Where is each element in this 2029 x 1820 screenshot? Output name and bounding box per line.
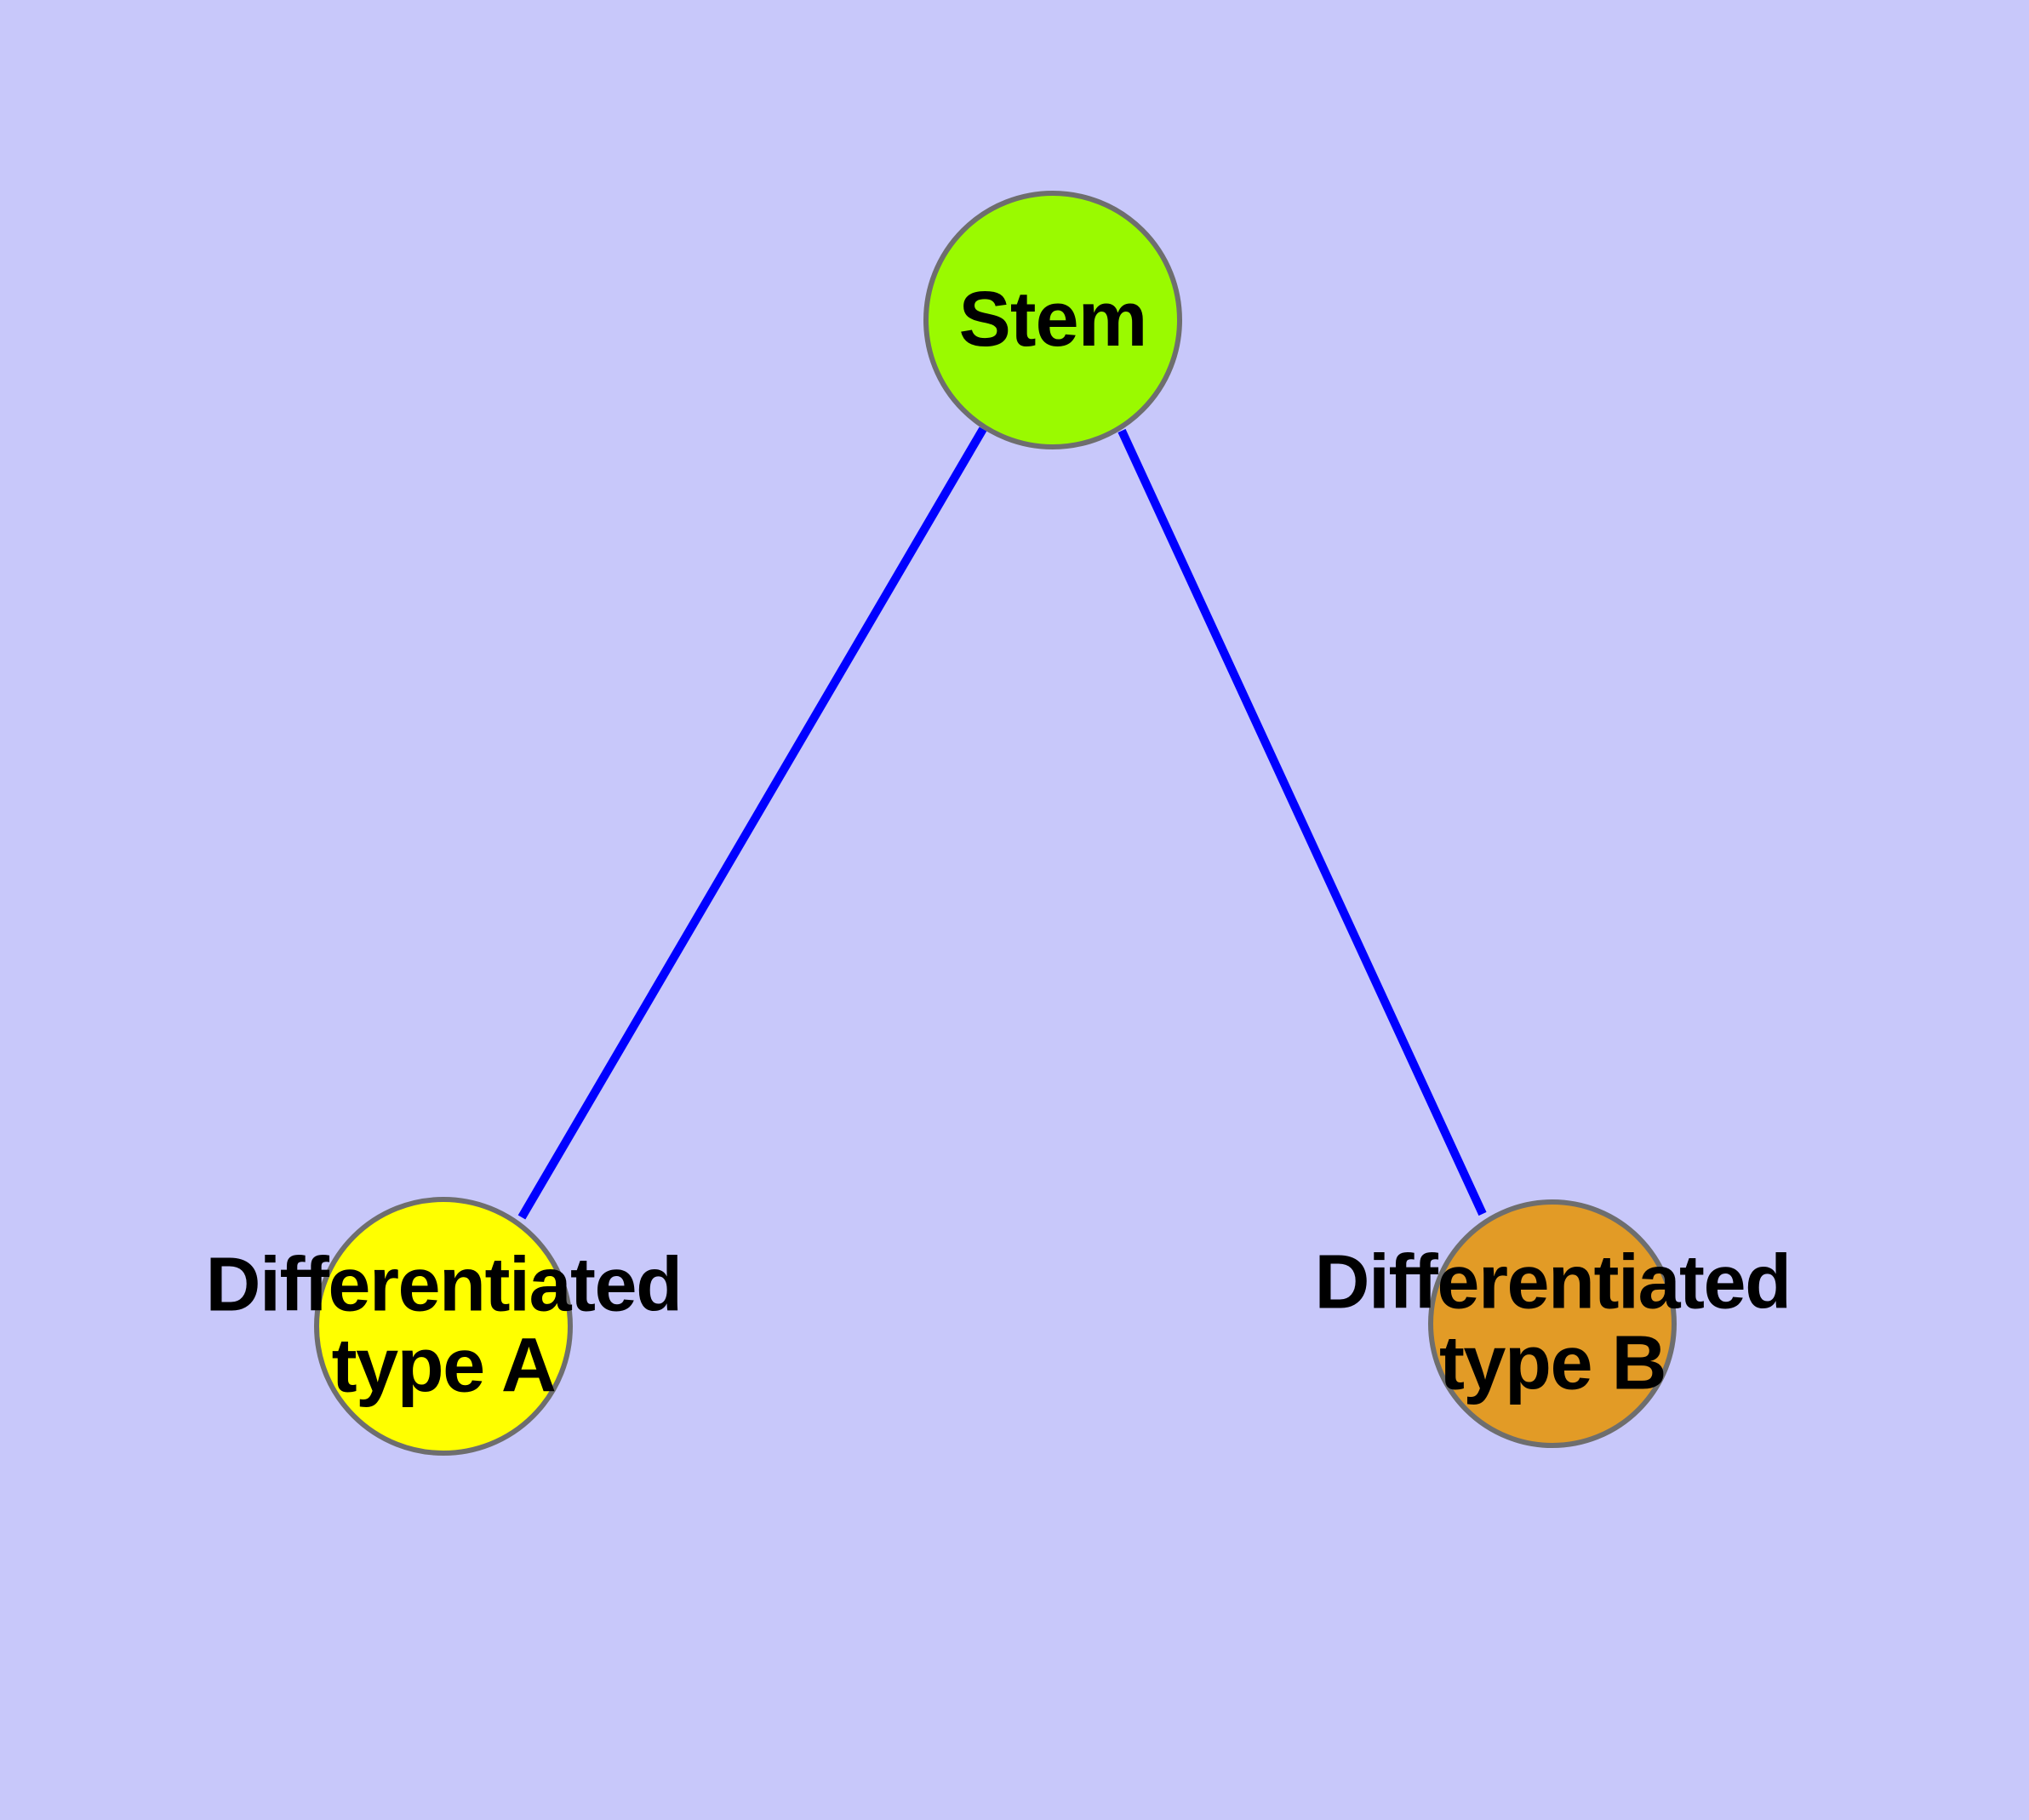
node-diff-a-circle[interactable] bbox=[314, 1197, 573, 1456]
edge-layer bbox=[517, 426, 1487, 1220]
node-diff-b-circle[interactable] bbox=[1428, 1199, 1677, 1448]
node-layer bbox=[314, 191, 1677, 1456]
edge-stem-to-diff-b[interactable] bbox=[1117, 428, 1487, 1216]
node-stem-circle[interactable] bbox=[923, 191, 1182, 449]
edge-stem-to-diff-a[interactable] bbox=[517, 426, 987, 1220]
